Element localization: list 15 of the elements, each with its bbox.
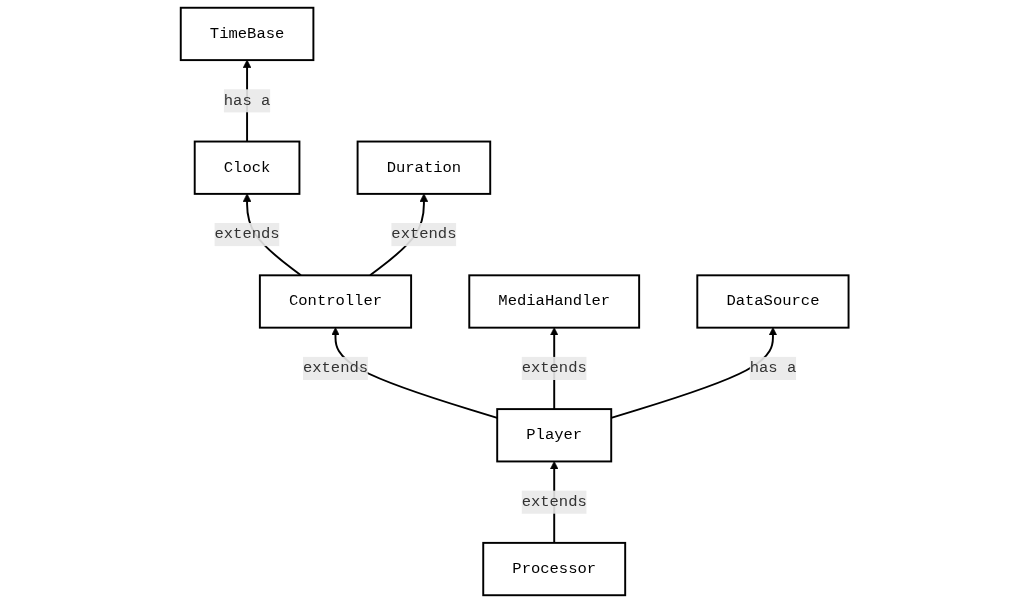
edge-label: has a xyxy=(750,359,797,378)
edge-label: extends xyxy=(521,493,588,511)
node-box: Processor xyxy=(482,541,627,597)
node-box: MediaHandler xyxy=(468,274,641,329)
edge-label: has a xyxy=(224,92,271,110)
edge-label: extends xyxy=(303,359,369,378)
node-box: TimeBase xyxy=(180,6,315,62)
node-box: Controller xyxy=(259,274,413,329)
node-box: Clock xyxy=(194,140,301,195)
node-box: Player xyxy=(496,408,613,463)
node-box: DataSource xyxy=(696,274,850,329)
edge-label: extends xyxy=(214,225,280,244)
node-box: Duration xyxy=(356,140,492,195)
edge-label: extends xyxy=(521,359,588,378)
edge-label: extends xyxy=(391,225,457,244)
